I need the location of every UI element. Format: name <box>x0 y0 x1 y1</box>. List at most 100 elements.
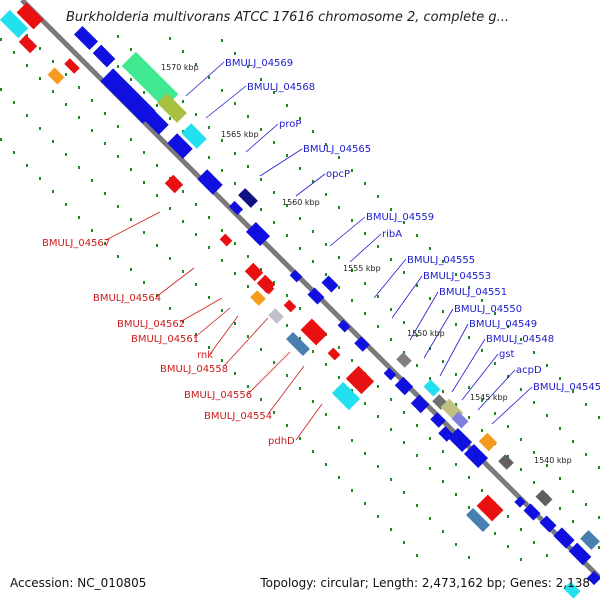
gene-block[interactable] <box>354 336 370 352</box>
ruler-dot <box>416 454 418 457</box>
gene-block[interactable] <box>396 352 412 368</box>
gene-block[interactable] <box>244 262 264 282</box>
gene-block[interactable] <box>523 503 541 521</box>
gene-label-forward[interactable]: proP <box>279 119 301 130</box>
gene-label-reverse[interactable]: BMULJ_04554 <box>204 411 272 422</box>
gene-block[interactable] <box>250 290 266 306</box>
gene-block[interactable] <box>181 123 207 149</box>
gene-label-forward[interactable]: BMULJ_04559 <box>366 212 434 223</box>
gene-label-forward[interactable]: ribA <box>382 229 402 240</box>
ruler-dot <box>546 554 548 557</box>
gene-label-forward[interactable]: BMULJ_04568 <box>247 82 315 93</box>
gene-label-forward[interactable]: BMULJ_04551 <box>439 287 507 298</box>
gene-block[interactable] <box>100 68 156 124</box>
gene-block[interactable] <box>410 394 430 414</box>
gene-block[interactable] <box>321 275 339 293</box>
gene-label-forward[interactable]: BMULJ_04545 <box>533 382 600 393</box>
gene-block[interactable] <box>394 376 414 396</box>
gene-block[interactable] <box>447 427 473 453</box>
gene-block[interactable] <box>553 527 575 549</box>
gene-block[interactable] <box>0 9 29 39</box>
gene-block[interactable] <box>197 169 223 195</box>
gene-label-forward[interactable]: gst <box>499 349 515 360</box>
gene-label-forward[interactable]: BMULJ_04553 <box>423 271 491 282</box>
gene-block[interactable] <box>143 109 169 135</box>
gene-block[interactable] <box>121 51 179 109</box>
gene-block[interactable] <box>289 269 303 283</box>
ruler-dot <box>130 138 132 141</box>
gene-label-reverse[interactable]: BMULJ_04562 <box>117 319 185 330</box>
gene-block[interactable] <box>283 299 297 313</box>
tick-label: 1570 kbp <box>161 63 199 72</box>
ruler-dot <box>234 102 236 105</box>
gene-block[interactable] <box>337 319 351 333</box>
gene-block[interactable] <box>261 281 275 295</box>
ruler-dot <box>351 299 353 302</box>
gene-block[interactable] <box>345 365 375 395</box>
gene-block[interactable] <box>498 454 514 470</box>
gene-block[interactable] <box>586 570 600 586</box>
gene-block[interactable] <box>331 381 361 411</box>
gene-block[interactable] <box>245 221 271 247</box>
gene-block[interactable] <box>423 379 441 397</box>
ruler-dot <box>494 362 496 365</box>
gene-label-forward[interactable]: acpD <box>516 365 542 376</box>
gene-block[interactable] <box>478 432 498 452</box>
ruler-dot <box>286 294 288 297</box>
gene-block[interactable] <box>73 25 99 51</box>
ruler-dot <box>130 268 132 271</box>
gene-block[interactable] <box>563 581 581 599</box>
gene-block[interactable] <box>268 308 284 324</box>
ruler-dot <box>559 477 561 480</box>
gene-block[interactable] <box>539 515 557 533</box>
gene-block[interactable] <box>167 133 193 159</box>
gene-block[interactable] <box>92 44 116 68</box>
gene-block[interactable] <box>514 496 526 508</box>
gene-block[interactable] <box>451 411 469 429</box>
gene-block[interactable] <box>568 542 592 566</box>
gene-label-forward[interactable]: BMULJ_04548 <box>486 334 554 345</box>
gene-block[interactable] <box>16 2 44 30</box>
ruler-dot <box>221 359 223 362</box>
gene-label-reverse[interactable]: BMULJ_04558 <box>160 364 228 375</box>
gene-block[interactable] <box>219 233 233 247</box>
gene-block[interactable] <box>463 443 489 469</box>
gene-label-forward[interactable]: BMULJ_04550 <box>454 304 522 315</box>
gene-label-reverse[interactable]: BMULJ_04561 <box>131 334 199 345</box>
gene-block[interactable] <box>476 494 504 522</box>
gene-block[interactable] <box>164 174 184 194</box>
ruler-dot <box>247 255 249 258</box>
gene-block[interactable] <box>383 367 397 381</box>
gene-label-reverse[interactable]: BMULJ_04564 <box>93 293 161 304</box>
gene-label-reverse[interactable]: pdhD <box>268 436 295 447</box>
gene-label-reverse[interactable]: BMULJ_04556 <box>184 390 252 401</box>
gene-block[interactable] <box>18 34 38 54</box>
gene-label-forward[interactable]: BMULJ_04565 <box>303 144 371 155</box>
gene-block[interactable] <box>238 188 258 208</box>
gene-block[interactable] <box>430 412 446 428</box>
gene-label-forward[interactable]: BMULJ_04549 <box>469 319 537 330</box>
gene-label-reverse[interactable]: BMULJ_04567 <box>42 238 110 249</box>
ruler-dot <box>507 545 509 548</box>
gene-label-forward[interactable]: opcP <box>326 169 350 180</box>
gene-label-reverse[interactable]: rnk <box>197 350 213 361</box>
gene-block[interactable] <box>47 67 65 85</box>
gene-block[interactable] <box>64 58 80 74</box>
gene-label-forward[interactable]: BMULJ_04569 <box>225 58 293 69</box>
gene-label-forward[interactable]: BMULJ_04555 <box>407 255 475 266</box>
gene-block[interactable] <box>285 331 311 357</box>
ruler-dot <box>572 440 574 443</box>
ruler-dot <box>468 556 470 559</box>
ruler-dot <box>91 229 93 232</box>
gene-block[interactable] <box>157 93 187 123</box>
gene-block[interactable] <box>307 287 325 305</box>
gene-block[interactable] <box>465 507 491 533</box>
gene-block[interactable] <box>580 530 600 550</box>
gene-block[interactable] <box>228 200 244 216</box>
ruler-dot <box>143 281 145 284</box>
gene-block[interactable] <box>327 347 341 361</box>
gene-block[interactable] <box>535 489 553 507</box>
gene-block[interactable] <box>300 318 328 346</box>
ruler-dot <box>234 52 236 55</box>
